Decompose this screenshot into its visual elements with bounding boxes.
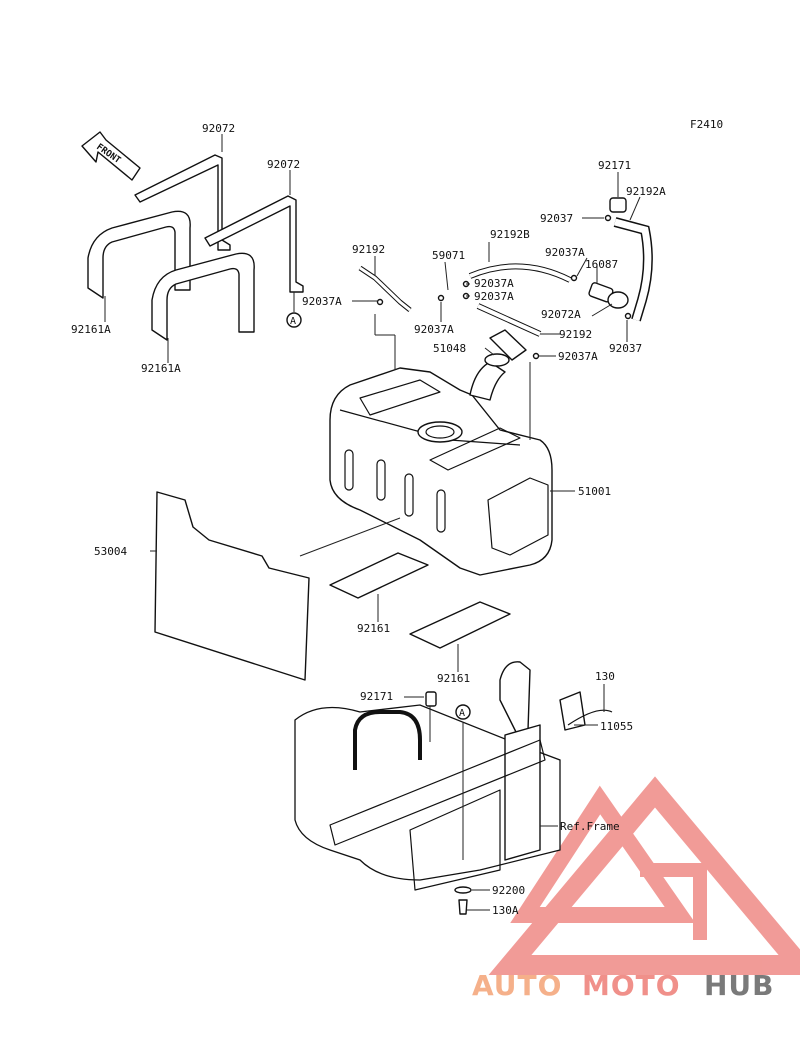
callout: 92037 — [609, 342, 642, 355]
callout: 11055 — [600, 720, 633, 733]
watermark-text-hub: HUB — [704, 969, 775, 1002]
clamps-92037a — [376, 214, 632, 360]
callout: 92171 — [598, 159, 631, 172]
guard-92161a-right — [151, 252, 255, 341]
pad-92161-left — [329, 552, 429, 599]
frame-assembly — [294, 661, 613, 915]
watermark-text-auto: AUTO — [472, 969, 562, 1002]
fuel-tank-51001 — [329, 361, 553, 576]
pad-92161-right — [409, 601, 511, 649]
hose-92192-lower — [476, 303, 542, 337]
callout: 92161A — [71, 323, 111, 336]
filter-92072a — [607, 291, 629, 309]
svg-text:A: A — [290, 316, 296, 327]
callout: 51001 — [578, 485, 611, 498]
callout: 92171 — [360, 690, 393, 703]
callout: 130A — [492, 904, 519, 917]
callout: 130 — [595, 670, 615, 683]
callout: 92161A — [141, 362, 181, 375]
hose-92192b — [468, 263, 572, 283]
guard-92161a-left — [87, 210, 191, 299]
pad-53004 — [154, 491, 310, 681]
fuel-cap-51048 — [484, 329, 527, 367]
callout: 53004 — [94, 545, 127, 558]
hose-92192 — [358, 265, 412, 312]
callout: 51048 — [433, 342, 466, 355]
callout: 92037 — [540, 212, 573, 225]
callout: 92161 — [437, 672, 470, 685]
figure-code: F2410 — [690, 118, 723, 131]
callout: 92072 — [202, 122, 235, 135]
front-arrow-icon: FRONT — [81, 131, 141, 181]
callout: 92192 — [352, 243, 385, 256]
watermark-text: AUTO MOTO HUB — [472, 969, 775, 1002]
callout: 92037A — [545, 246, 585, 259]
watermark-text-moto: MOTO — [582, 969, 681, 1002]
watermark-logo-icon — [488, 776, 800, 975]
hose-92192a — [613, 217, 653, 322]
callout: 92192 — [559, 328, 592, 341]
strap-92072-right — [204, 195, 304, 293]
ref-marker-a-upper: A — [286, 312, 302, 328]
callout: 92200 — [492, 884, 525, 897]
ref-frame-label: Ref.Frame — [560, 820, 620, 833]
callout-labels: F2410 92072 92072 92161A 92161A 92037A 9… — [71, 118, 723, 917]
leader-lines — [104, 134, 641, 911]
callout: 16087 — [585, 258, 618, 271]
callout: 92037A — [474, 290, 514, 303]
callout: 59071 — [432, 249, 465, 262]
clamp-92171-top — [609, 197, 627, 213]
callout: 92192A — [626, 185, 666, 198]
callout: 92161 — [357, 622, 390, 635]
callout: 92072 — [267, 158, 300, 171]
callout: 92192B — [490, 228, 530, 241]
callout: 92072A — [541, 308, 581, 321]
ref-marker-a-lower: A — [455, 704, 471, 720]
callout: 92037A — [302, 295, 342, 308]
callout: 92037A — [414, 323, 454, 336]
callout: 92037A — [474, 277, 514, 290]
callout: 92037A — [558, 350, 598, 363]
svg-text:A: A — [459, 708, 465, 719]
